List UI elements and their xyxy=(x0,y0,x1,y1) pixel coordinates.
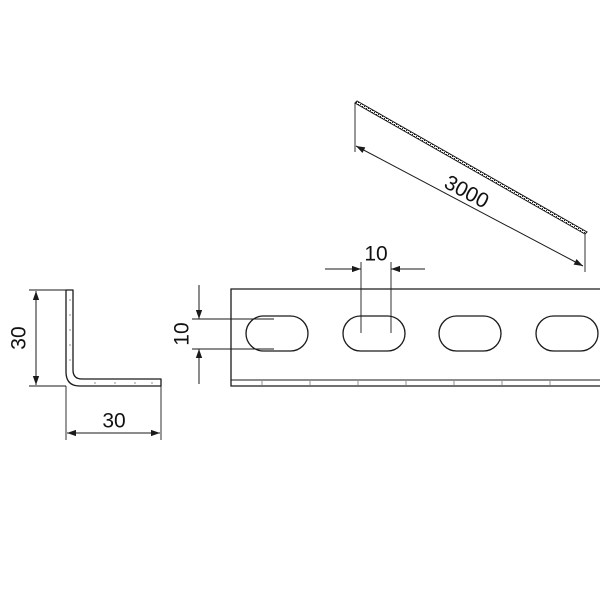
slot-height-dimension-label: 10 xyxy=(171,322,194,345)
angle-profile xyxy=(65,289,162,387)
profile-edge xyxy=(354,100,588,235)
slot-width-dimension-label: 10 xyxy=(364,243,387,266)
slot xyxy=(438,315,502,352)
length-dimension-line xyxy=(355,145,584,267)
strip-outline xyxy=(230,288,600,387)
flange-ticks xyxy=(261,381,551,385)
angle-height-dimension-label: 30 xyxy=(8,326,31,349)
angle-weld-ticks xyxy=(69,299,153,384)
slot xyxy=(245,315,309,352)
slot xyxy=(535,315,599,352)
slot xyxy=(342,315,406,352)
slotted-strip-view: 10 10 xyxy=(171,243,600,387)
angle-width-dimension-label: 30 xyxy=(102,410,125,433)
length-view: 3000 xyxy=(354,100,588,272)
angle-cross-section: 30 30 xyxy=(8,289,162,440)
